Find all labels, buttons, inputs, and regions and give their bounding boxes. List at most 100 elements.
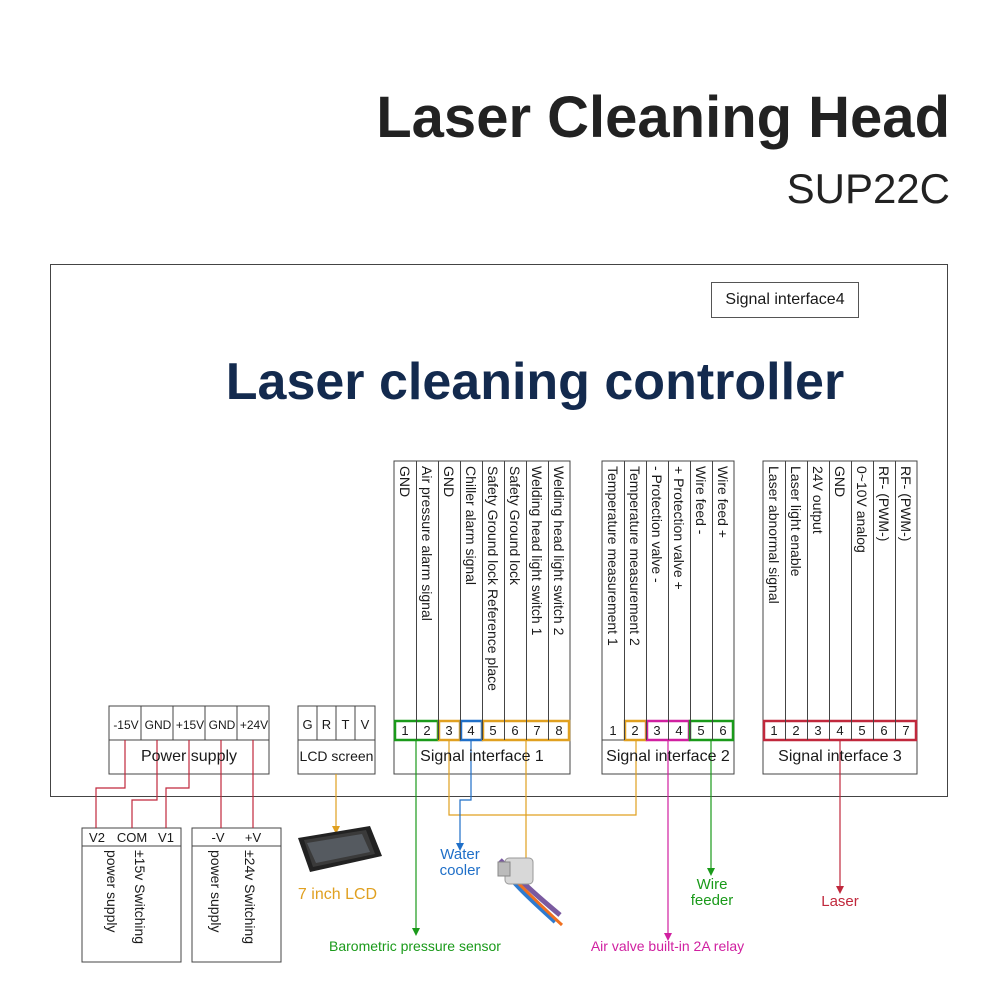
s2-function-5: Wire feed - bbox=[693, 466, 709, 535]
s1-divider bbox=[460, 461, 461, 740]
psu15-pin-com: COM bbox=[116, 830, 148, 845]
s2-function-4: + Protection valve + bbox=[671, 466, 687, 590]
sensor-illustration bbox=[497, 857, 564, 927]
s1-divider bbox=[526, 461, 527, 740]
laser-label: Laser bbox=[821, 893, 859, 910]
water-label: Water bbox=[440, 846, 480, 863]
s1-pin-5: 5 bbox=[489, 723, 497, 738]
s3-function-1: Laser abnormal signal bbox=[766, 466, 782, 604]
signal-3-label: Signal interface 3 bbox=[778, 748, 902, 765]
s2-pin-1: 1 bbox=[609, 723, 617, 738]
psu24-line2: power supply bbox=[208, 850, 224, 933]
s1-pin-4: 4 bbox=[467, 723, 475, 738]
lcd-pin-v: V bbox=[360, 717, 370, 732]
s3-pin-6: 6 bbox=[880, 723, 888, 738]
lcd7-label: 7 inch LCD bbox=[297, 886, 378, 903]
s3-pin-3: 3 bbox=[814, 723, 822, 738]
s3-divider bbox=[851, 461, 852, 740]
psu24-line1: ±24v Switching bbox=[242, 850, 258, 945]
psu24-pin-minus: -V bbox=[211, 830, 225, 845]
psu15-pin-v2: V2 bbox=[89, 830, 105, 845]
cooler-label: cooler bbox=[439, 862, 481, 879]
s1-function-7: Welding head light switch 1 bbox=[529, 466, 545, 636]
s2-pin-6: 6 bbox=[719, 723, 727, 738]
s1-divider bbox=[548, 461, 549, 740]
model-number: SUP22C bbox=[786, 165, 950, 212]
s2-divider bbox=[712, 461, 713, 740]
baro-label: Barometric pressure sensor bbox=[329, 938, 501, 954]
page-title: Laser Cleaning Head bbox=[376, 85, 950, 150]
controller-title: Laser cleaning controller bbox=[225, 353, 845, 411]
power-supply-label: Power supply bbox=[140, 748, 238, 765]
s1-pin-3: 3 bbox=[445, 723, 453, 738]
s2-function-6: Wire feed + bbox=[715, 466, 731, 538]
ps-pin-4: GND bbox=[208, 718, 236, 732]
s3-divider bbox=[785, 461, 786, 740]
psu24-pin-plus: +V bbox=[244, 830, 262, 845]
s1-divider bbox=[438, 461, 439, 740]
s3-pin-2: 2 bbox=[792, 723, 800, 738]
signal-interface-4: Signal interface4 bbox=[711, 282, 859, 318]
s1-divider bbox=[416, 461, 417, 740]
ps-pin-2: GND bbox=[144, 718, 172, 732]
s3-function-6: RF- (PWM-) bbox=[876, 466, 892, 542]
s2-divider bbox=[624, 461, 625, 740]
s1-function-1: GND bbox=[397, 466, 413, 498]
s1-divider bbox=[482, 461, 483, 740]
s1-pin-8: 8 bbox=[555, 723, 563, 738]
s2-pin-5: 5 bbox=[697, 723, 705, 738]
feeder-label: feeder bbox=[690, 892, 734, 909]
ps-pin-1: -15V bbox=[113, 718, 139, 732]
wire-label: Wire bbox=[696, 876, 728, 893]
air-valve-label: Air valve built-in 2A relay bbox=[590, 938, 745, 954]
s2-divider bbox=[646, 461, 647, 740]
s3-function-3: 24V output bbox=[810, 466, 826, 534]
s2-divider bbox=[668, 461, 669, 740]
s3-function-5: 0~10V analog bbox=[854, 466, 870, 553]
s1-function-2: Air pressure alarm signal bbox=[419, 466, 435, 621]
s2-function-3: - Protection valve - bbox=[649, 466, 665, 583]
s3-function-7: RF- (PWM-) bbox=[898, 466, 914, 542]
s1-function-3: GND bbox=[441, 466, 457, 498]
s3-function-2: Laser light enable bbox=[788, 466, 804, 577]
ps-pin-3: +15V bbox=[175, 718, 205, 732]
s3-divider bbox=[873, 461, 874, 740]
s1-function-4: Chiller alarm signal bbox=[463, 466, 479, 586]
s3-pin-1: 1 bbox=[770, 723, 778, 738]
signal-1-label: Signal interface 1 bbox=[420, 748, 544, 765]
lcd-pin-r: R bbox=[321, 717, 332, 732]
s2-function-1: Temperature measurement 1 bbox=[605, 466, 621, 646]
s2-function-2: Temperature measurement 2 bbox=[627, 466, 643, 646]
s2-divider bbox=[690, 461, 691, 740]
s3-pin-4: 4 bbox=[836, 723, 844, 738]
ps-pin-5: +24V bbox=[239, 718, 269, 732]
psu24-box bbox=[191, 827, 282, 963]
s2-pin-3: 3 bbox=[653, 723, 661, 738]
s3-divider bbox=[807, 461, 808, 740]
psu15-pin-v1: V1 bbox=[158, 830, 174, 845]
lcd-pin-t: T bbox=[341, 717, 350, 732]
s3-pin-7: 7 bbox=[902, 723, 910, 738]
psu15-line2: power supply bbox=[104, 850, 120, 933]
s1-function-6: Safety Ground lock bbox=[507, 466, 523, 586]
s3-divider bbox=[829, 461, 830, 740]
s1-pin-7: 7 bbox=[533, 723, 541, 738]
s1-pin-2: 2 bbox=[423, 723, 431, 738]
s1-function-8: Welding head light switch 2 bbox=[551, 466, 567, 636]
s1-function-5: Safety Ground lock Reference place bbox=[485, 466, 501, 691]
lcd-label: LCD screen bbox=[299, 748, 374, 764]
s1-pin-6: 6 bbox=[511, 723, 519, 738]
s3-divider bbox=[895, 461, 896, 740]
lcd-device-illustration bbox=[298, 826, 382, 872]
s1-divider bbox=[504, 461, 505, 740]
s2-pin-2: 2 bbox=[631, 723, 639, 738]
lcd-pin-g: G bbox=[302, 717, 313, 732]
s1-pin-1: 1 bbox=[401, 723, 409, 738]
s3-function-4: GND bbox=[832, 466, 848, 498]
signal-2-label: Signal interface 2 bbox=[606, 748, 730, 765]
controller-box bbox=[50, 264, 948, 797]
s3-pin-5: 5 bbox=[858, 723, 866, 738]
psu15-line1: ±15v Switching bbox=[132, 850, 148, 945]
s2-pin-4: 4 bbox=[675, 723, 683, 738]
